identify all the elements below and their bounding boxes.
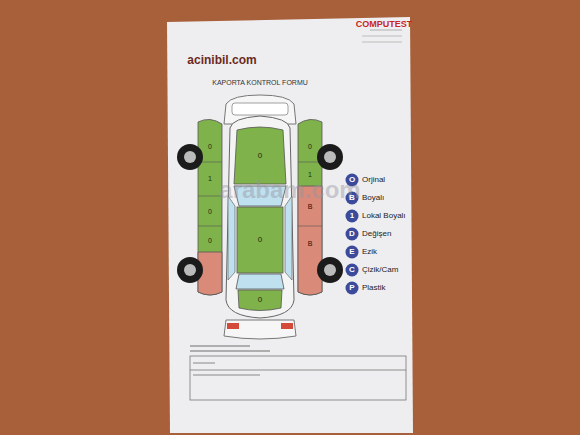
fine-print bbox=[362, 41, 402, 42]
legend-circle bbox=[346, 264, 359, 277]
left-side-glass bbox=[228, 196, 235, 280]
rear-window bbox=[232, 103, 288, 115]
wheel-hub bbox=[184, 151, 196, 163]
legend-circle bbox=[346, 210, 359, 223]
panel-code: 0 bbox=[208, 237, 212, 244]
legend-letter: 1 bbox=[350, 212, 354, 220]
front-light bbox=[281, 323, 293, 329]
trunk-panel bbox=[238, 290, 282, 311]
wheel bbox=[317, 144, 343, 170]
legend-letter: C bbox=[349, 266, 355, 274]
fine-print bbox=[370, 29, 402, 30]
wheel-hub bbox=[324, 264, 336, 276]
legend-text: Değişen bbox=[362, 230, 391, 238]
legend-circle bbox=[346, 246, 359, 259]
wheel-hub bbox=[324, 151, 336, 163]
legend-text: Plastik bbox=[362, 284, 386, 292]
legend-text: Orjinal bbox=[362, 176, 385, 184]
panel-code: 0 bbox=[208, 208, 212, 215]
panel-code: B bbox=[308, 240, 313, 247]
panel-code: B bbox=[308, 203, 313, 210]
wheel bbox=[177, 144, 203, 170]
legend-text: Çizik/Cam bbox=[362, 266, 398, 274]
front-light bbox=[227, 323, 239, 329]
right-side-glass bbox=[285, 196, 292, 280]
legend-circle bbox=[346, 282, 359, 295]
fine-print bbox=[190, 350, 270, 352]
hood-panel bbox=[234, 127, 286, 184]
fine-print bbox=[362, 35, 402, 36]
brand-logo: COMPUTEST bbox=[356, 20, 413, 29]
panel-code: 1 bbox=[208, 175, 212, 182]
car-top-outline bbox=[226, 116, 294, 318]
watermark: arabam.com bbox=[219, 178, 360, 202]
legend-letter: E bbox=[349, 248, 354, 256]
panel-code: 0 bbox=[208, 143, 212, 150]
panel-code: 0 bbox=[308, 143, 312, 150]
panel-code: 1 bbox=[308, 171, 312, 178]
legend-letter: D bbox=[349, 230, 355, 238]
legend-letter: B bbox=[349, 194, 355, 202]
legend-letter: O bbox=[349, 176, 355, 184]
panel-code: 0 bbox=[258, 152, 262, 160]
logo-text: acinibil.com bbox=[187, 54, 256, 66]
paper-sheet bbox=[167, 17, 413, 433]
legend-text: Lokal Boyalı bbox=[362, 212, 406, 220]
fine-print bbox=[193, 374, 260, 376]
panel-seam bbox=[198, 196, 222, 197]
legend-text: Boyalı bbox=[362, 194, 384, 202]
legend-letter: P bbox=[349, 284, 354, 292]
fine-print bbox=[193, 362, 215, 364]
legend-circle bbox=[346, 228, 359, 241]
panel-code: 0 bbox=[258, 296, 262, 304]
roof-panel bbox=[237, 207, 283, 273]
notes-rule bbox=[190, 370, 406, 371]
legend-text: Ezik bbox=[362, 248, 377, 256]
wheel bbox=[177, 257, 203, 283]
rear-glass bbox=[236, 274, 284, 289]
right-painted-panel bbox=[298, 186, 322, 295]
form-title: KAPORTA KONTROL FORMU bbox=[212, 79, 308, 86]
fine-print bbox=[190, 345, 250, 347]
wheel bbox=[317, 257, 343, 283]
wheel-hub bbox=[184, 264, 196, 276]
panel-seam bbox=[298, 226, 322, 227]
panel-seam bbox=[198, 226, 222, 227]
panel-code: 0 bbox=[258, 236, 262, 244]
car-front-view bbox=[224, 320, 296, 339]
notes-box bbox=[190, 356, 406, 400]
